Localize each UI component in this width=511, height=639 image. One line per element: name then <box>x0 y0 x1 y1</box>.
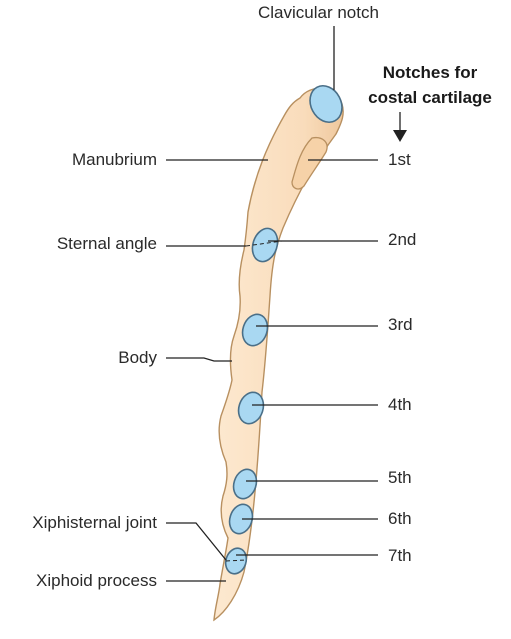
label-notch-4th: 4th <box>388 395 412 414</box>
label-notch-6th: 6th <box>388 509 412 528</box>
notches-heading-line2: costal cartilage <box>368 88 492 107</box>
notch-2nd <box>251 227 279 263</box>
notch-6th <box>228 503 254 535</box>
label-manubrium: Manubrium <box>71 150 157 169</box>
sternal-angle-dashed-line <box>245 240 283 247</box>
label-xiphisternal-joint: Xiphisternal joint <box>32 513 157 532</box>
notch-4th <box>237 391 265 425</box>
xiphisternal-dashed-line <box>225 559 247 562</box>
label-notch-7th: 7th <box>388 546 412 565</box>
label-notch-2nd: 2nd <box>388 230 417 249</box>
label-body: Body <box>118 348 157 367</box>
notch-5th <box>232 468 258 500</box>
clavicular-notch <box>309 85 343 123</box>
notches-heading-line1: Notches for <box>382 63 478 82</box>
leader-xiphisternal-joint <box>166 522 227 561</box>
label-sternal-angle: Sternal angle <box>56 234 157 253</box>
label-notch-5th: 5th <box>388 468 412 487</box>
notch-3rd <box>241 313 269 347</box>
heading-arrow-head <box>393 130 407 142</box>
first-costal-facet <box>291 136 328 190</box>
label-clavicular-notch: Clavicular notch <box>258 3 379 22</box>
label-xiphoid-process: Xiphoid process <box>36 571 157 590</box>
label-notch-1st: 1st <box>388 150 411 169</box>
label-notch-3rd: 3rd <box>388 315 413 334</box>
sternum-bone <box>213 87 344 622</box>
leader-body <box>166 357 232 362</box>
